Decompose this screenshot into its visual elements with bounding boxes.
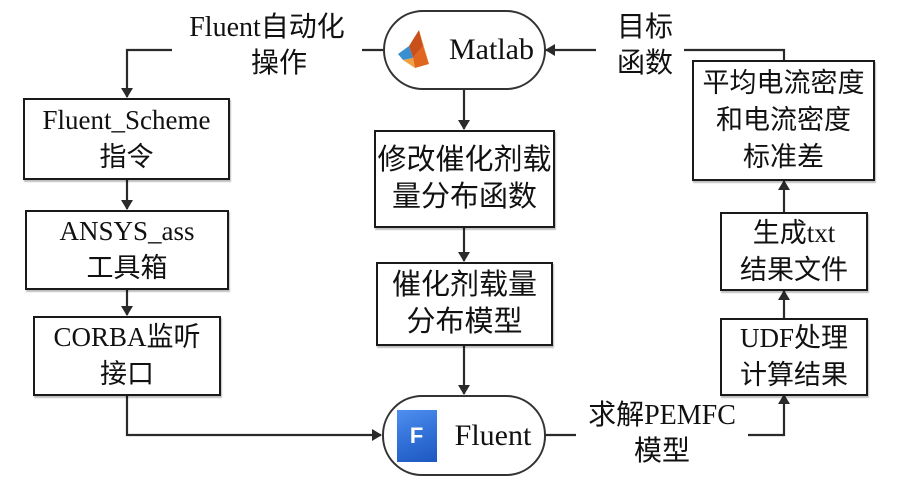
solve-pemfc-label: 求解PEMFC 模型 [588,400,736,467]
current-density-node[interactable]: 平均电流密度 和电流密度 标准差 [692,60,875,181]
udf-node[interactable]: UDF处理 计算结果 [720,318,868,396]
edge-solve-label-to-udf [748,394,790,437]
matlab-label: Matlab [449,33,534,66]
edge-current-density-to-objective [684,48,786,60]
fluent-logo-icon: F [396,409,437,462]
edge-automation-to-fluent-scheme [121,48,172,98]
ansys-ass-node[interactable]: ANSYS_ass 工具箱 [25,210,229,290]
corba-node[interactable]: CORBA监听 接口 [33,316,221,396]
fluent-automation-label: Fluent自动化 操作 [189,12,345,79]
edge-corba-to-fluent [125,395,382,441]
fluent-scheme-node[interactable]: Fluent_Scheme 指令 [23,98,230,180]
matlab-node[interactable]: Matlab [383,10,546,90]
txt-file-node[interactable]: 生成txt 结果文件 [720,212,868,291]
objective-function-label: 目标 函数 [616,12,673,79]
catalyst-model-node[interactable]: 催化剂载量 分布模型 [376,262,553,346]
modify-function-node[interactable]: 修改催化剂载 量分布函数 [374,130,555,228]
fluent-node[interactable]: F Fluent [382,395,546,476]
matlab-logo-icon [398,30,429,68]
fluent-label: Fluent [454,418,532,452]
